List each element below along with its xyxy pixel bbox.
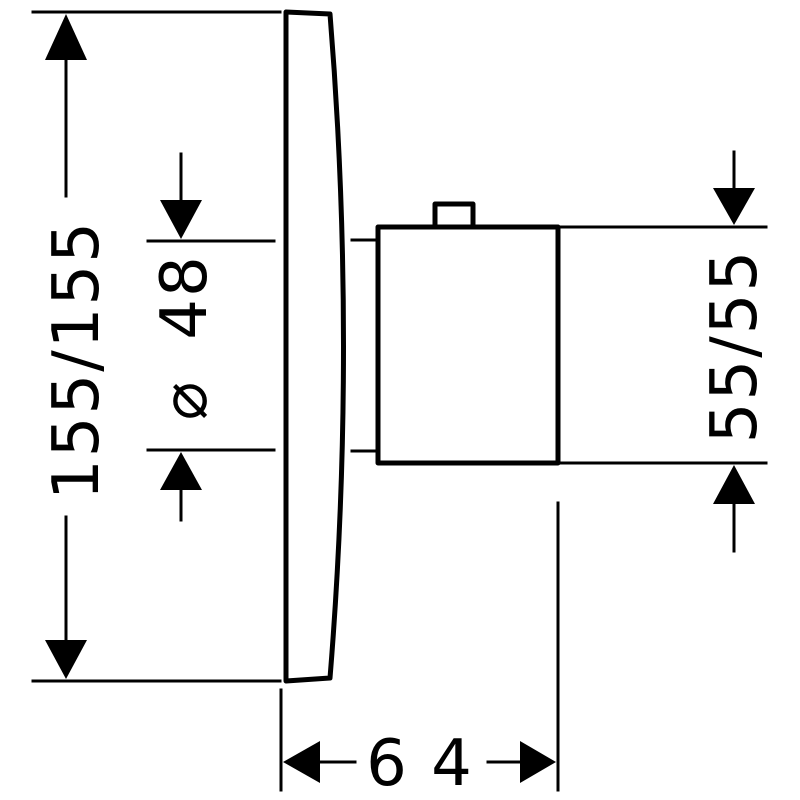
overall-height-dimension: 155/155: [31, 10, 282, 683]
arrow-up-icon: [45, 14, 87, 60]
diameter-symbol: ⌀: [148, 380, 222, 421]
arrow-up-icon: [160, 452, 202, 490]
body-height-dimension: 55/55: [558, 150, 772, 553]
arrow-down-icon: [713, 188, 755, 225]
body-height-label: 55/55: [698, 249, 772, 443]
handle-top-button: [432, 201, 476, 227]
arrow-down-icon: [160, 200, 202, 239]
handle-body: [375, 201, 561, 466]
depth-dimension: 6 4: [279, 501, 560, 800]
depth-label: 6 4: [366, 727, 474, 800]
arrow-up-icon: [713, 465, 755, 504]
overall-height-label: 155/155: [40, 220, 114, 500]
arrow-down-icon: [45, 640, 87, 679]
diameter-dimension: ⌀ 48: [146, 152, 276, 522]
escutcheon-plate: [283, 9, 346, 684]
arrow-right-icon: [520, 741, 556, 783]
spindle: [350, 238, 380, 453]
diameter-value: 48: [148, 254, 222, 339]
arrow-left-icon: [283, 741, 320, 783]
